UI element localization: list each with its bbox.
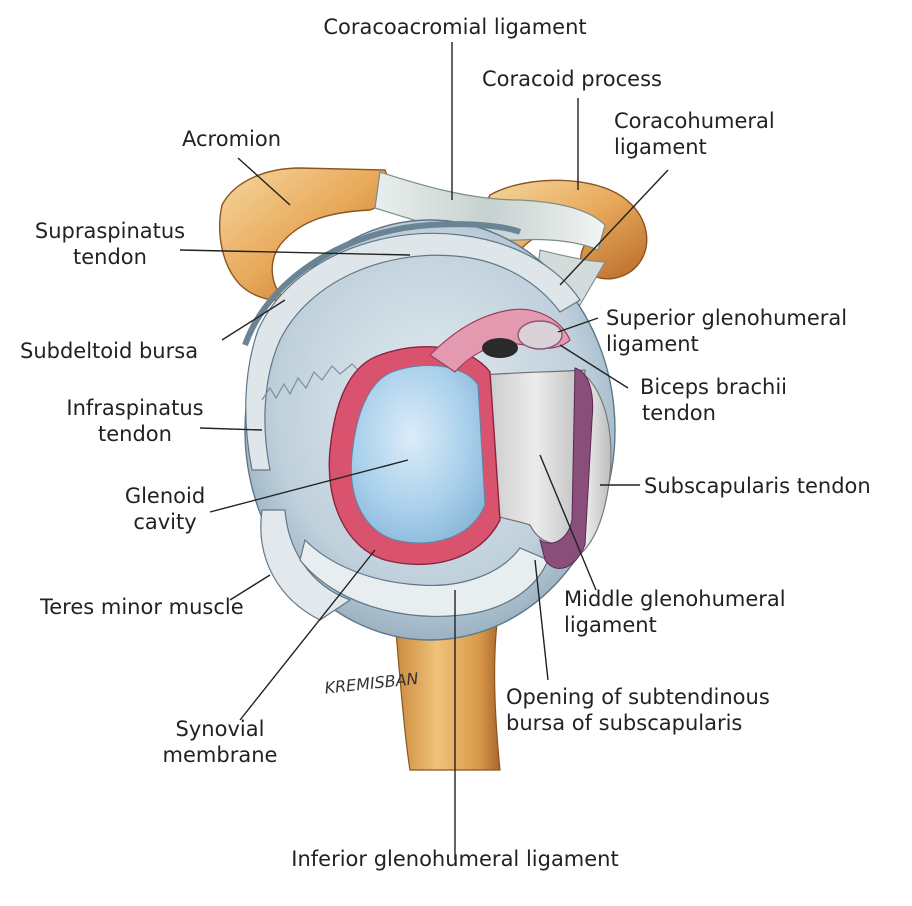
leader-subdeltoid [221,299,286,341]
label-subscapularis-tendon: Subscapularis tendon [644,474,871,498]
leader-teres-minor [229,574,271,601]
leader-biceps [559,344,629,389]
leader-middle-gh [539,454,597,591]
label-acromion: Acromion [182,127,282,151]
leader-opening [534,559,549,681]
leader-infraspinatus [199,427,263,431]
leader-supraspinatus [179,249,411,256]
label-coracoacromial-ligament: Coracoacromial ligament [323,15,587,39]
leader-coracohumeral [559,169,669,286]
label-inferior-glenohumeral-ligament: Inferior glenohumeral ligament [291,847,619,871]
teres-minor-region [260,509,352,621]
subdeltoid-bursa-arc [242,221,522,347]
biceps-tendon-hole [482,338,518,358]
leader-acromion [237,157,291,206]
label-coracoid-process: Coracoid process [482,67,662,91]
leader-synovial [239,549,376,721]
rotator-cuff-band [245,232,581,471]
humerus-shaft [394,614,501,771]
acromion-bone [219,167,389,302]
leader-glenoid [209,459,409,513]
glenoid-cavity-surface [350,365,486,544]
leader-lines [179,42,669,860]
label-subdeltoid-bursa: Subdeltoid bursa [20,339,199,363]
biceps-brachii-tendon-end [517,320,563,350]
leader-superior-gh [557,317,599,333]
bursa-opening-rim [539,367,594,569]
label-teres-minor-muscle: Teres minor muscle [40,595,244,619]
